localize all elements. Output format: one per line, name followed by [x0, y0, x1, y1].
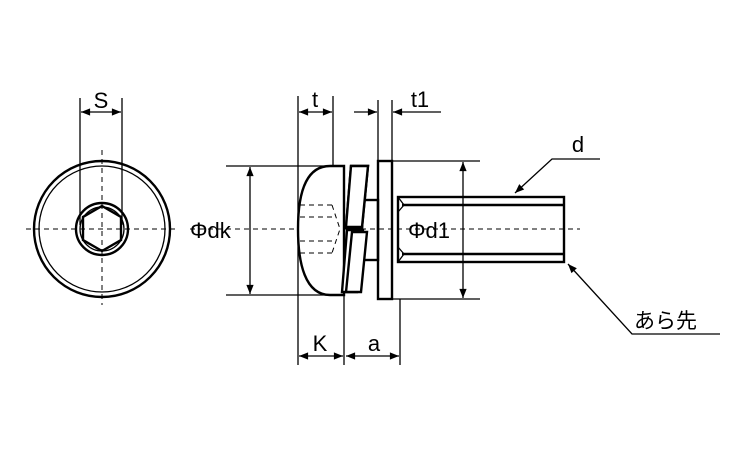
- t1-label: t1: [411, 87, 429, 112]
- k-label: K: [313, 331, 328, 356]
- end-view: S: [26, 88, 178, 305]
- s-label: S: [94, 88, 109, 113]
- d-label: d: [572, 132, 584, 157]
- dk-label: Φdk: [190, 218, 232, 243]
- t-label: t: [312, 87, 318, 112]
- side-view: Φdk Φd1 t t1 K a d あら先: [190, 87, 720, 365]
- a-label: a: [368, 331, 381, 356]
- d1-label: Φd1: [408, 218, 450, 243]
- point-label: あら先: [634, 310, 697, 333]
